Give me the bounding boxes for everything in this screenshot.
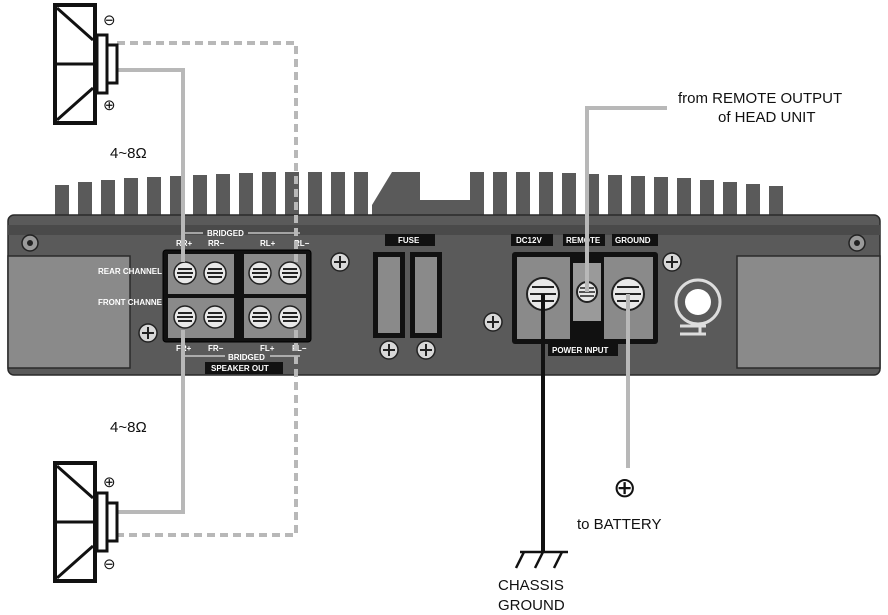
fl-minus-terminal[interactable]	[278, 305, 302, 329]
panel-screw	[330, 252, 350, 272]
heatsink-fins	[55, 172, 783, 225]
fr-minus-label: FR−	[208, 344, 224, 353]
speaker-bottom	[53, 461, 119, 583]
fr-minus-terminal[interactable]	[203, 305, 227, 329]
power-wires	[514, 106, 667, 569]
battery-label: to BATTERY	[577, 516, 661, 533]
impedance-bottom-label: 4~8Ω	[110, 419, 147, 436]
fuse-panel: FUSE	[373, 234, 442, 360]
remote-source-line1: from REMOTE OUTPUT	[678, 90, 842, 107]
fuse-screw	[379, 340, 399, 360]
front-channel-label: FRONT CHANNEL	[98, 298, 167, 307]
rl-plus-terminal[interactable]	[248, 261, 272, 285]
rr-plus-wire	[117, 68, 185, 262]
chassis-ground-icon	[514, 550, 568, 569]
fl-minus-label: FL−	[292, 344, 307, 353]
bridged-top-label: BRIDGED	[207, 229, 244, 238]
mount-left	[7, 255, 131, 369]
fuse-screw	[416, 340, 436, 360]
speaker-out-panel: REAR CHANNEL FRONT CHANNEL BRIDGED RR+ R…	[98, 229, 350, 374]
bottom-speaker-plus-icon: ⊕	[103, 474, 116, 491]
fl-minus-wire	[117, 330, 298, 537]
speaker-out-title: SPEAKER OUT	[211, 364, 269, 373]
bottom-speaker-minus-icon: ⊖	[103, 556, 116, 573]
rl-plus-label: RL+	[260, 239, 276, 248]
fr-plus-wire	[117, 330, 185, 514]
battery-plus-icon: ⊕	[613, 471, 636, 504]
rl-minus-wire	[117, 41, 298, 262]
panel-screw	[138, 323, 158, 343]
remote-label: REMOTE	[566, 236, 601, 245]
power-input-title: POWER INPUT	[552, 346, 609, 355]
speaker-top	[53, 3, 119, 125]
mount-right	[736, 255, 881, 369]
rr-plus-terminal[interactable]	[173, 261, 197, 285]
rr-minus-label: RR−	[208, 239, 225, 248]
fr-plus-terminal[interactable]	[173, 305, 197, 329]
bridged-bottom-label: BRIDGED	[228, 353, 265, 362]
rr-minus-terminal[interactable]	[203, 261, 227, 285]
rear-channel-label: REAR CHANNEL	[98, 267, 162, 276]
speaker-wires	[117, 41, 298, 537]
impedance-top-label: 4~8Ω	[110, 145, 147, 162]
rl-minus-label: RL−	[294, 239, 310, 248]
remote-source-line2: of HEAD UNIT	[718, 109, 816, 126]
panel-screw	[662, 252, 682, 272]
dc12v-label: DC12V	[516, 236, 542, 245]
top-speaker-minus-icon: ⊖	[103, 12, 116, 29]
rl-minus-terminal[interactable]	[278, 261, 302, 285]
chassis-label-line2: GROUND	[498, 597, 565, 614]
fuse-label: FUSE	[398, 236, 420, 245]
remote-wire	[585, 106, 667, 292]
top-speaker-plus-icon: ⊕	[103, 97, 116, 114]
fl-plus-terminal[interactable]	[248, 305, 272, 329]
panel-screw	[483, 312, 503, 332]
fl-plus-label: FL+	[260, 344, 275, 353]
ground-label: GROUND	[615, 236, 651, 245]
chassis-label-line1: CHASSIS	[498, 577, 564, 594]
brand-logo-icon	[674, 278, 722, 336]
